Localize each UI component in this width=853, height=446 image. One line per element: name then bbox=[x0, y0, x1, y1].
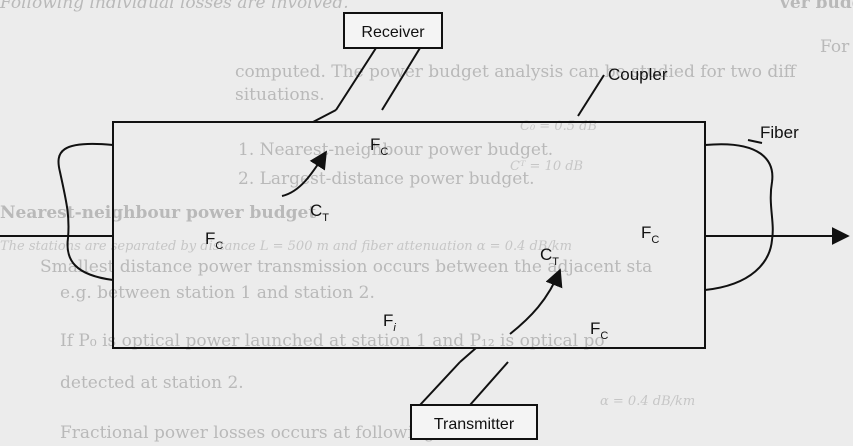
left-fiber-loop bbox=[57, 142, 114, 281]
bg-line-4: situations. bbox=[235, 85, 325, 105]
tap-arrow-transmitter bbox=[509, 268, 563, 335]
coupler-pointer bbox=[577, 74, 605, 117]
svg-text:CT: CT bbox=[310, 201, 329, 224]
receiver-fiber-bend bbox=[312, 109, 337, 123]
fc-label-left: FC bbox=[205, 229, 223, 252]
bg-line-7: Nearest-neighbour power budget bbox=[0, 203, 316, 223]
transmitter-block: Transmitter bbox=[410, 404, 538, 440]
receiver-label: Receiver bbox=[361, 24, 425, 41]
svg-text:FC: FC bbox=[641, 223, 659, 246]
transmitter-fiber-inner bbox=[469, 361, 509, 406]
bg-line-9: e.g. between station 1 and station 2. bbox=[60, 283, 375, 303]
bg-line-8: Smallest distance power transmission occ… bbox=[40, 257, 652, 277]
ct-label-right: CT bbox=[540, 245, 559, 268]
svg-text:FC: FC bbox=[590, 319, 608, 342]
svg-text:FC: FC bbox=[370, 135, 388, 158]
receiver-block: Receiver bbox=[343, 12, 443, 49]
coupler-label: Coupler bbox=[608, 65, 668, 84]
transmitter-fiber-bend bbox=[459, 347, 477, 363]
bg-line-2: For power budget analysis, fractional po… bbox=[820, 37, 853, 57]
fiber-label: Fiber bbox=[760, 123, 799, 142]
transmitter-fiber-outer bbox=[419, 361, 461, 406]
bg-line-1: ver budget bbox=[779, 0, 853, 13]
bg-formula-3: α = 0.4 dB/km bbox=[600, 394, 695, 409]
bg-line-5: 1. Nearest-neighbour power budget. bbox=[238, 140, 553, 160]
transmitter-box bbox=[410, 404, 538, 440]
ct-label-left: CT bbox=[310, 201, 329, 224]
bg-line-10: If P₀ is optical power launched at stati… bbox=[60, 331, 605, 351]
bg-line-11: detected at station 2. bbox=[60, 373, 244, 393]
svg-text:Fi: Fi bbox=[383, 311, 396, 334]
svg-text:CT: CT bbox=[540, 245, 559, 268]
receiver-box bbox=[343, 12, 443, 49]
receiver-fiber-outer bbox=[335, 47, 377, 111]
bg-line-3: computed. The power budget analysis can … bbox=[235, 62, 798, 82]
fiber-pointer bbox=[747, 139, 763, 144]
bg-line-12: Fractional power losses occurs at follow… bbox=[60, 423, 524, 443]
receiver-fiber-inner bbox=[381, 47, 421, 111]
fc-label-right: FC bbox=[641, 223, 659, 246]
fc-label-top: FC bbox=[370, 135, 388, 158]
bg-line-6: 2. Largest-distance power budget. bbox=[238, 169, 535, 189]
fi-label: Fi bbox=[383, 311, 396, 334]
tap-arrow-receiver bbox=[281, 150, 327, 197]
right-fiber-loop bbox=[704, 143, 774, 291]
fc-label-bottom: FC bbox=[590, 319, 608, 342]
svg-text:FC: FC bbox=[205, 229, 223, 252]
bg-line-0: Following individual losses are involved… bbox=[0, 0, 349, 13]
transmitter-label: Transmitter bbox=[434, 416, 515, 433]
bg-formula-2: The stations are separated by distance L… bbox=[0, 239, 572, 254]
bg-formula-1: Cᵀ = 10 dB bbox=[510, 159, 583, 174]
